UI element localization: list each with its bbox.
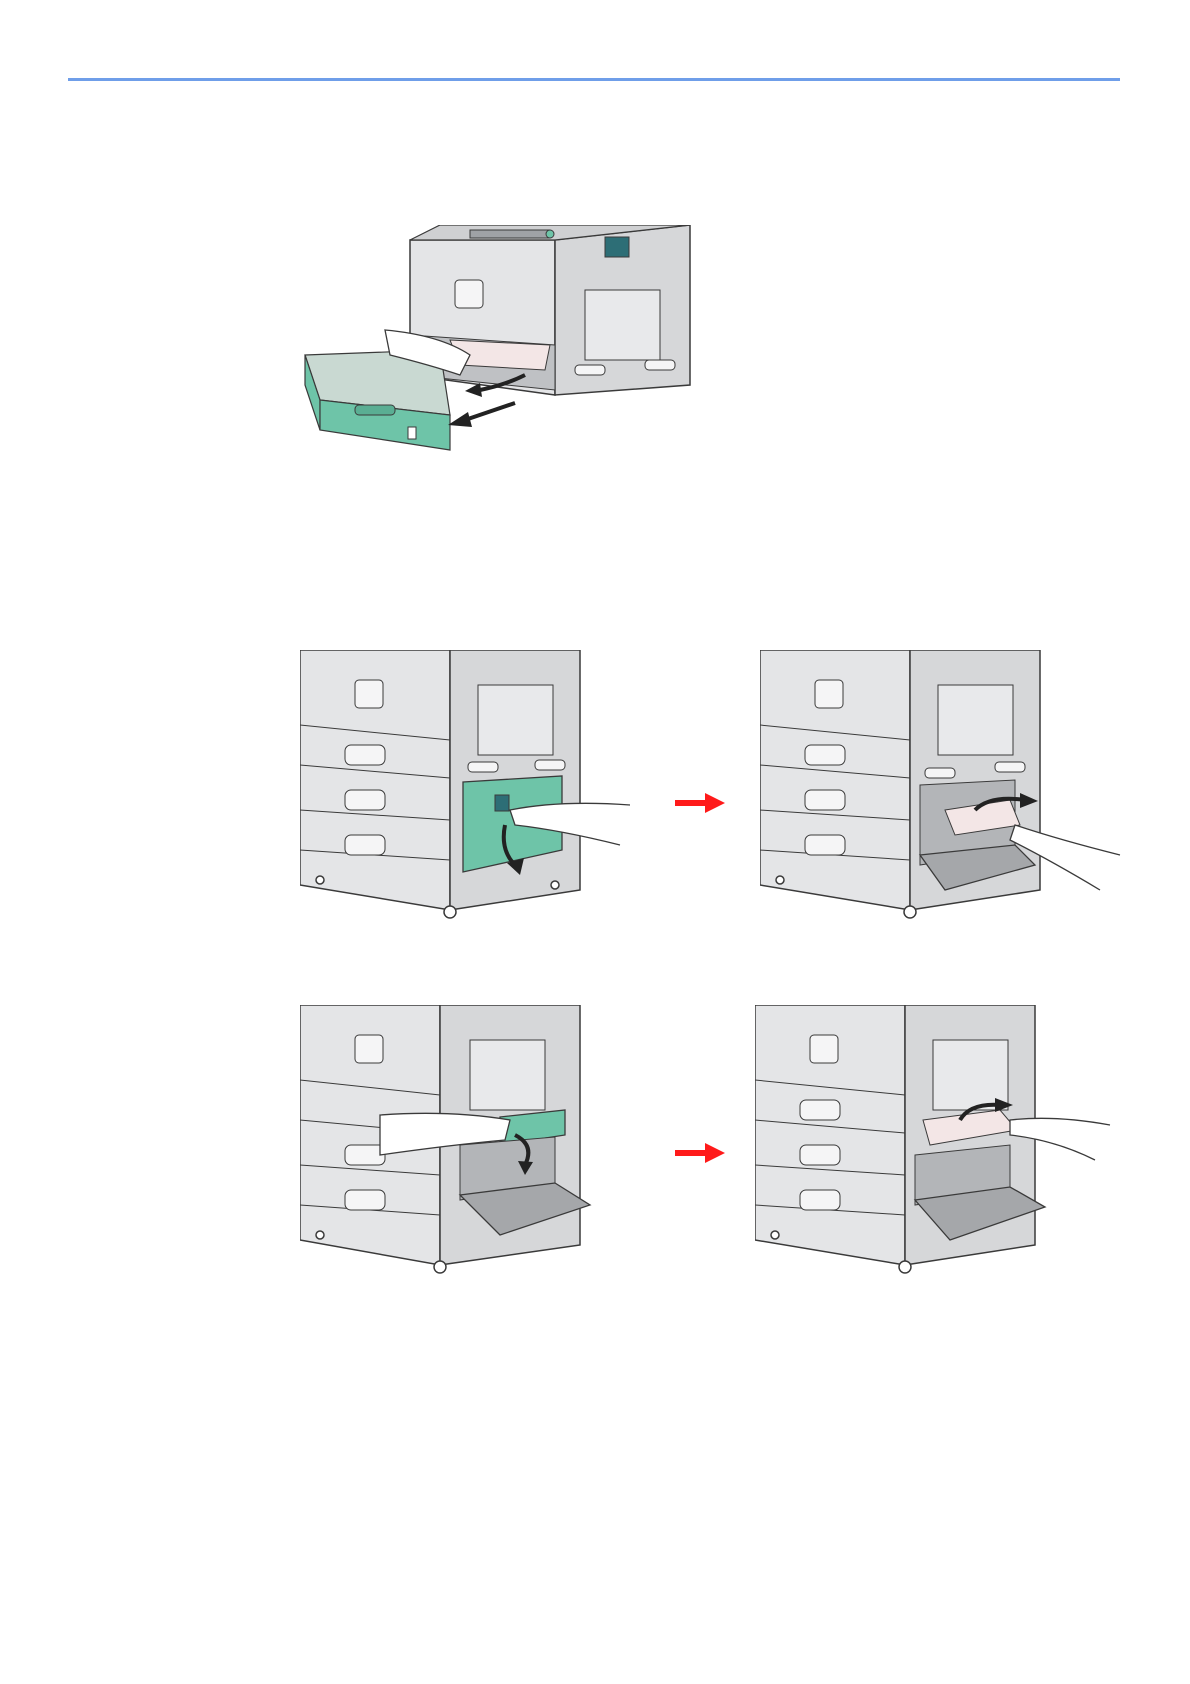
red-right-arrow-icon [675,793,725,813]
header-rule [68,78,1120,81]
remove-jammed-paper-inner-illustration [755,1005,1125,1280]
remove-paper-from-cassette-illustration [300,225,700,465]
open-lower-right-cover-illustration [300,650,640,925]
remove-jammed-paper-lower-illustration [760,650,1130,925]
open-inner-guide-illustration [300,1005,640,1280]
red-right-arrow-icon [675,1143,725,1163]
